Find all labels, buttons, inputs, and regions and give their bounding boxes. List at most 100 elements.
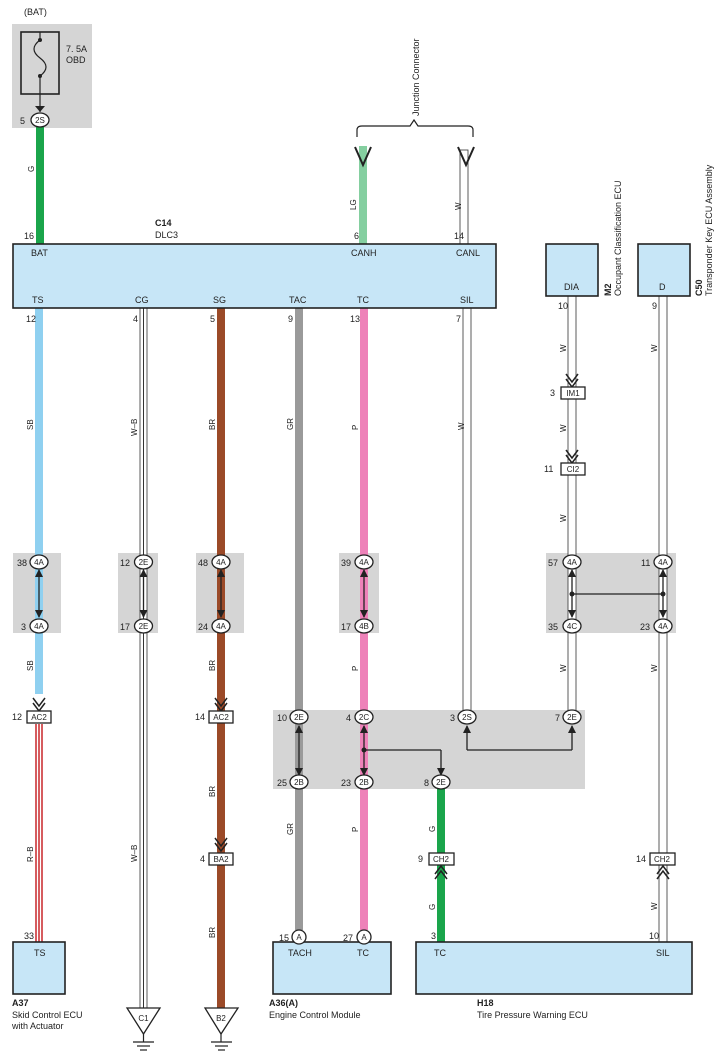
wire-ts-sb xyxy=(35,308,43,694)
h18-code: H18 xyxy=(477,998,494,1008)
svg-text:BA2: BA2 xyxy=(213,855,229,864)
svg-text:4: 4 xyxy=(200,854,205,864)
wire-label: P xyxy=(351,666,360,671)
svg-text:5: 5 xyxy=(20,116,25,126)
wire-label: G xyxy=(27,166,36,172)
a37-name-2: with Actuator xyxy=(11,1021,64,1031)
svg-text:A: A xyxy=(296,933,302,942)
wire-label: SB xyxy=(26,660,35,671)
wire-canh-lg xyxy=(359,146,367,244)
wire-labels: G LG W SB SB R–B W–B W–B BR BR BR BR GR … xyxy=(26,166,659,938)
svg-text:12: 12 xyxy=(120,558,130,568)
wire-label: W xyxy=(650,902,659,910)
pin-sg: 5 xyxy=(210,314,215,324)
wire-label: LG xyxy=(349,199,358,210)
svg-text:23: 23 xyxy=(640,622,650,632)
svg-text:4A: 4A xyxy=(658,558,668,567)
inline-ac2-sg: AC2 14 xyxy=(195,697,234,724)
svg-text:2C: 2C xyxy=(359,713,369,722)
svg-text:3: 3 xyxy=(431,931,436,941)
svg-text:12: 12 xyxy=(12,712,22,722)
m2-name: Occupant Classification ECU xyxy=(613,180,623,296)
pin-sil: 7 xyxy=(456,314,461,324)
a36-code: A36(A) xyxy=(269,998,298,1008)
a37-skid-control-ecu: 33 TS A37 Skid Control ECU with Actuator xyxy=(11,931,83,1031)
terminal-bat: BAT xyxy=(31,248,48,258)
wire-label: BR xyxy=(208,927,217,938)
pin-tc: 13 xyxy=(350,314,360,324)
pin-ts: 12 xyxy=(26,314,36,324)
c50-name: Transponder Key ECU Assembly xyxy=(704,164,714,296)
svg-text:2E: 2E xyxy=(139,558,149,567)
wire-label: GR xyxy=(286,823,295,835)
svg-text:4A: 4A xyxy=(34,622,44,631)
svg-text:57: 57 xyxy=(548,558,558,568)
svg-text:23: 23 xyxy=(341,778,351,788)
dlc3-name: DLC3 xyxy=(155,230,178,240)
svg-text:AC2: AC2 xyxy=(31,713,47,722)
svg-text:3: 3 xyxy=(21,622,26,632)
wire-label: SB xyxy=(26,419,35,430)
wire-label: G xyxy=(428,904,437,910)
wire-label: GR xyxy=(286,418,295,430)
wire-cg-wb xyxy=(139,307,148,1009)
fuse-name: OBD xyxy=(66,55,86,65)
inline-connectors: IM1 3 CI2 11 AC2 12 AC2 14 xyxy=(12,373,676,880)
c50-pin: 9 xyxy=(652,301,657,311)
svg-text:CH2: CH2 xyxy=(654,855,671,864)
a36-terminal-tc: TC xyxy=(357,948,369,958)
h18-tire-pressure-ecu: 3 TC 10 SIL H18 Tire Pressure Warning EC… xyxy=(415,931,693,1020)
wire-sg-br xyxy=(217,308,225,1008)
svg-text:10: 10 xyxy=(649,931,659,941)
svg-text:17: 17 xyxy=(341,622,351,632)
a37-code: A37 xyxy=(12,998,29,1008)
inline-ci2: CI2 11 xyxy=(544,449,586,476)
svg-text:38: 38 xyxy=(17,558,27,568)
wire-bat-g xyxy=(36,127,44,244)
inline-ch2-sil: CH2 14 xyxy=(636,852,676,880)
inline-ac2-ts: AC2 12 xyxy=(12,697,52,724)
jp-2e-12: 12 2E xyxy=(120,554,154,570)
inline-im1: IM1 3 xyxy=(550,373,586,400)
m2-occupant-ecu: DIA 10 M2 Occupant Classification ECU xyxy=(545,180,623,311)
svg-text:4A: 4A xyxy=(216,622,226,631)
wire-label: W xyxy=(650,344,659,352)
svg-text:35: 35 xyxy=(548,622,558,632)
dlc3-connector: C14 DLC3 16 BAT 6 CANH 14 CANL TS 12 CG … xyxy=(12,218,497,324)
a36-name: Engine Control Module xyxy=(269,1010,361,1020)
m2-pin: 10 xyxy=(558,301,568,311)
wire-label: BR xyxy=(208,419,217,430)
svg-text:2E: 2E xyxy=(294,713,304,722)
wire-label: W–B xyxy=(130,419,139,436)
svg-text:2E: 2E xyxy=(436,778,446,787)
ground-c1: C1 xyxy=(125,1007,162,1051)
svg-text:A: A xyxy=(361,933,367,942)
wire-label: W xyxy=(559,344,568,352)
wire-label: R–B xyxy=(26,846,35,862)
svg-text:9: 9 xyxy=(418,854,423,864)
wire-label: BR xyxy=(208,786,217,797)
svg-text:11: 11 xyxy=(641,558,650,568)
svg-text:14: 14 xyxy=(195,712,205,722)
wire-label: W xyxy=(650,664,659,672)
a37-pin: 33 xyxy=(24,931,34,941)
a37-name-1: Skid Control ECU xyxy=(12,1010,83,1020)
svg-text:B2: B2 xyxy=(216,1014,226,1023)
pin-bat: 16 xyxy=(24,231,34,241)
wire-label: W xyxy=(454,202,463,210)
svg-text:39: 39 xyxy=(341,558,351,568)
svg-text:14: 14 xyxy=(636,854,646,864)
svg-text:4A: 4A xyxy=(567,558,577,567)
svg-text:2S: 2S xyxy=(35,116,45,125)
inline-ba2: BA2 4 xyxy=(200,837,234,866)
inline-ch2-tc: CH2 9 xyxy=(418,852,455,880)
